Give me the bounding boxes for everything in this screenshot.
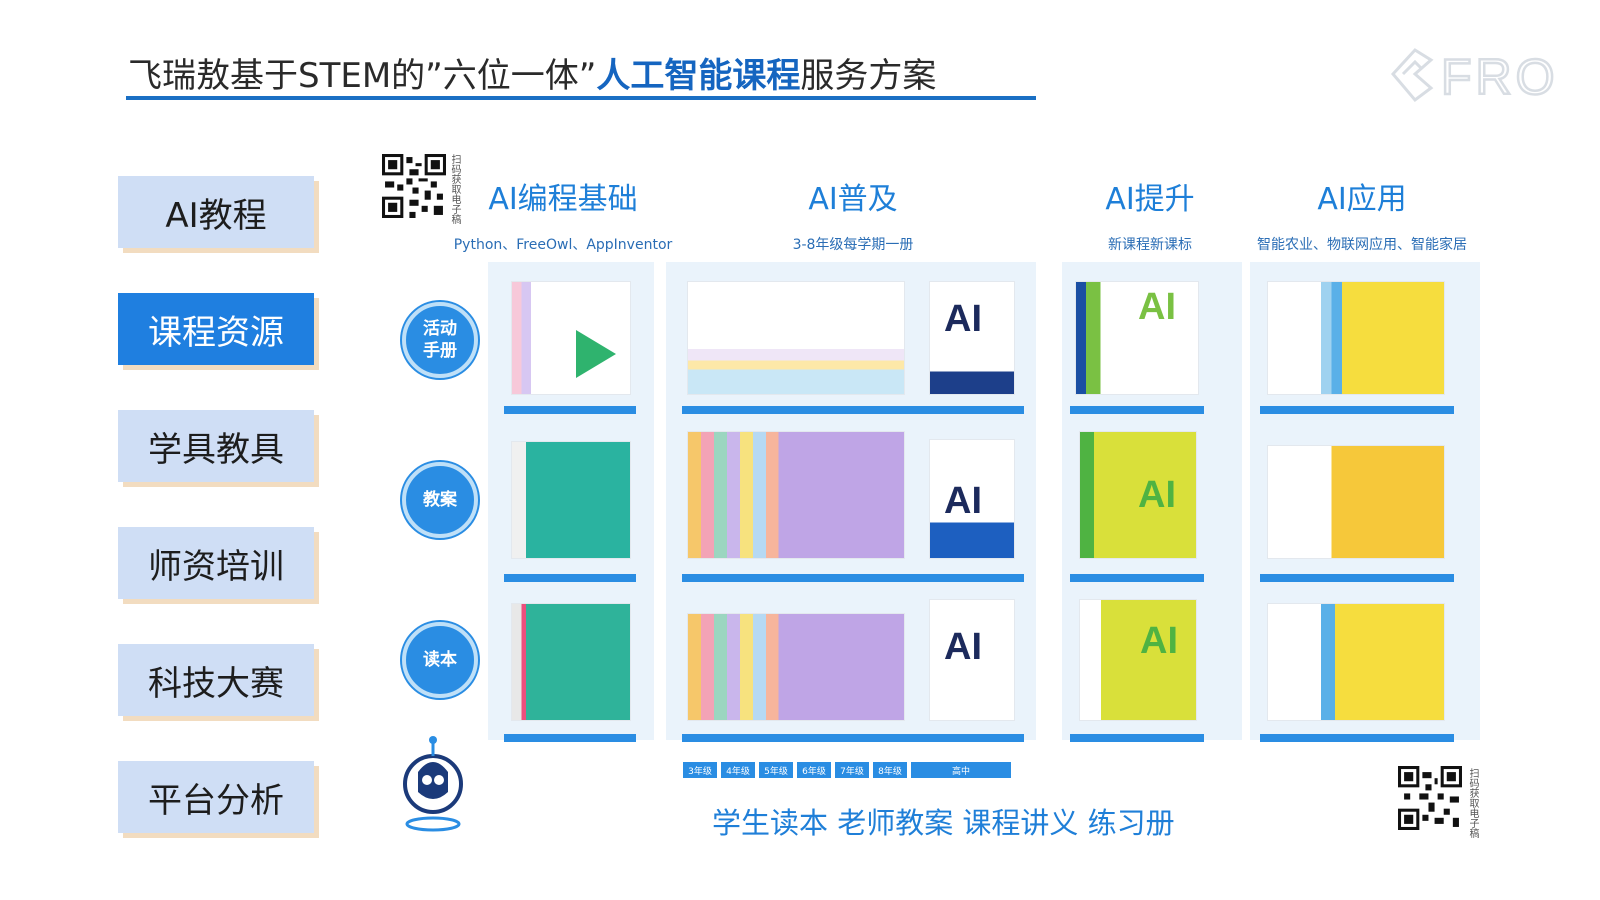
book-cover [688,432,904,558]
grade-tag: 7年级 [835,762,869,778]
qr-code-icon [382,154,446,218]
robot-mascot-icon [403,736,463,832]
row-badge-label: 读本 [423,650,457,670]
row-badge-lesson-plan: 教案 [402,462,478,538]
column-subtitle: 3-8年级每学期一册 [792,237,914,253]
book-cover-accent [576,330,616,378]
column-title: AI提升 [1105,182,1195,217]
book-cover-ai-letters: AI [1138,474,1176,516]
column-subtitle: 新课程新课标 [1108,237,1192,253]
sidebar-item-tech-contest[interactable]: 科技大赛 [118,644,314,716]
grade-tag: 8年级 [873,762,907,778]
title-suffix: 服务方案 [800,56,937,96]
grade-tag: 4年级 [721,762,755,778]
column-title: AI应用 [1317,182,1407,217]
shelf-bar [682,574,1024,582]
shelf-bar [504,406,636,414]
column-header-ai-advance: AI提升 新课程新课标 [1060,174,1240,254]
book-cover [1268,446,1444,558]
sidebar-item-label: AI教程 [165,195,267,236]
shelf-bar [1070,734,1204,742]
title-highlight: 人工智能课程 [596,56,801,96]
footer-caption: 学生读本 老师教案 课程讲义 练习册 [712,806,1175,840]
column-subtitle: Python、FreeOwl、AppInventor [453,237,673,253]
book-cover [1076,282,1198,394]
sidebar-item-platform-analysis[interactable]: 平台分析 [118,761,314,833]
grade-tags: 3年级 4年级 5年级 6年级 7年级 8年级 高中 [683,762,1011,778]
sidebar-nav: AI教程 课程资源 学具教具 师资培训 科技大赛 平台分析 [118,176,318,878]
book-cover [930,440,1014,558]
shelf-bar [504,574,636,582]
column-title: AI普及 [808,182,898,217]
book-cover [512,604,630,720]
book-cover [1080,432,1196,558]
column-header-ai-application: AI应用 智能农业、物联网应用、智能家居 [1246,174,1478,254]
column-header-ai-popularization: AI普及 3-8年级每学期一册 [670,174,1036,254]
book-cover [688,614,904,720]
shelf-bar [682,406,1024,414]
logo-text: FRO [1441,49,1559,105]
title-prefix: 飞瑞敖基于STEM的”六位一体” [128,56,597,96]
title-underline [126,96,1036,100]
shelf-bar [504,734,636,742]
book-cover [1268,604,1444,720]
qr-code-icon [1398,766,1462,830]
sidebar-item-ai-tutorial[interactable]: AI教程 [118,176,314,248]
sidebar-item-label: 平台分析 [148,780,284,821]
qr-caption: 扫码获取电子稿 [1467,768,1478,838]
book-cover [1080,600,1196,720]
fro-logo: FRO [1391,48,1559,106]
book-cover [688,282,904,394]
row-badge-activity-manual: 活动手册 [402,302,478,378]
book-cover [930,282,1014,394]
shelf-bar [1260,574,1454,582]
row-badge-label: 教案 [423,490,457,510]
sidebar-item-teacher-training[interactable]: 师资培训 [118,527,314,599]
book-cover-ai-letters: AI [1140,620,1178,662]
sidebar-item-course-resources[interactable]: 课程资源 [118,293,314,365]
column-subtitle: 智能农业、物联网应用、智能家居 [1257,237,1467,253]
grade-tag: 高中 [911,762,1011,778]
sidebar-item-label: 科技大赛 [148,663,284,704]
book-cover-ai-letters: AI [944,298,982,340]
page-title: 飞瑞敖基于STEM的”六位一体”人工智能课程服务方案 [128,48,936,97]
row-badge-label: 活动手册 [423,319,457,361]
qr-caption: 扫码获取电子稿 [449,154,460,224]
sidebar-item-label: 学具教具 [148,429,284,470]
shelf-bar [682,734,1024,742]
grade-tag: 5年级 [759,762,793,778]
book-cover [1268,282,1444,394]
grade-tag: 6年级 [797,762,831,778]
column-header-ai-programming: AI编程基础 Python、FreeOwl、AppInventor [450,174,676,254]
book-cover [512,442,630,558]
shelf-bar [1070,406,1204,414]
shelf-bar [1260,734,1454,742]
book-cover [930,600,1014,720]
book-cover-ai-letters: AI [1138,286,1176,328]
book-cover-ai-letters: AI [944,626,982,668]
column-title: AI编程基础 [488,182,638,217]
sidebar-item-label: 师资培训 [148,546,284,587]
grade-tag: 3年级 [683,762,717,778]
shelf-bar [1260,406,1454,414]
shelf-bar [1070,574,1204,582]
book-cover-ai-letters: AI [944,480,982,522]
sidebar-item-learning-tools[interactable]: 学具教具 [118,410,314,482]
row-badge-reader: 读本 [402,622,478,698]
sidebar-item-label: 课程资源 [148,312,284,353]
